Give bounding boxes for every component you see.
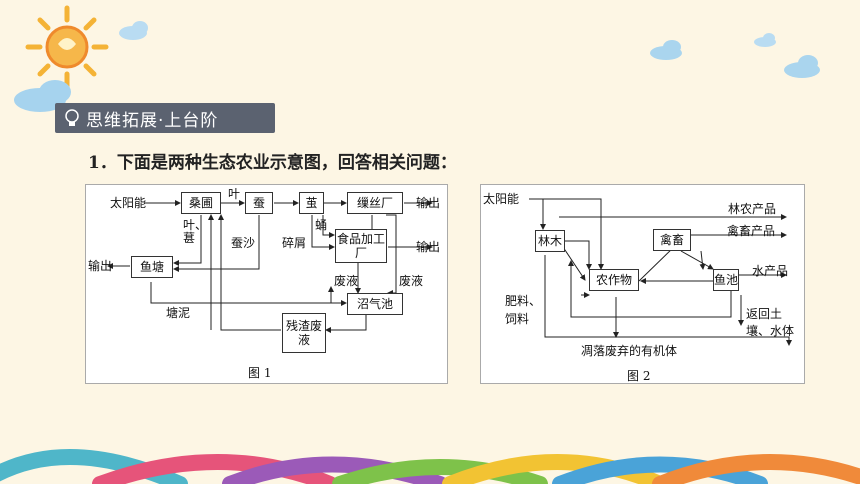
label-waste-liquid-2: 废液	[399, 274, 424, 288]
label-leaf: 叶	[228, 187, 241, 201]
figure-1-arrows	[107, 200, 433, 333]
question-text: 1．下面是两种生态农业示意图，回答相关问题：	[88, 153, 457, 173]
label-output-mid: 输出	[416, 240, 441, 254]
label-leaf-mulberry-fruit: 叶、葚	[183, 218, 208, 245]
lightbulb-icon	[65, 109, 79, 126]
node-silk-factory: 缫丝厂	[347, 192, 403, 214]
label-output-left: 输出	[88, 259, 113, 273]
sun-icon	[25, 5, 109, 89]
figure-1: 太阳能 桑圃 叶 蚕 茧 缫丝厂 输出 叶、葚 蚕沙 碎屑 蛹 食品加工厂 输出…	[85, 184, 448, 384]
figure-2-caption: 图 2	[627, 369, 651, 383]
figure-1-caption: 图 1	[248, 366, 272, 380]
label-pupa: 蛹	[315, 218, 328, 232]
node-fish-pond: 鱼塘	[131, 256, 173, 278]
cloud-icon	[14, 80, 71, 112]
node-silkworm: 蚕	[245, 192, 273, 214]
section-banner-label: 思维拓展·上台阶	[86, 111, 219, 131]
node-residue-waste: 残渣废液	[282, 313, 326, 353]
cloud-icon	[119, 21, 148, 40]
figure-2-arrows	[529, 198, 792, 346]
label-livestock-products: 禽畜产品	[727, 224, 776, 238]
node-fish-pond: 鱼池	[713, 269, 739, 291]
node-biogas-digester: 沼气池	[347, 293, 403, 315]
label-sun-energy: 太阳能	[483, 192, 520, 206]
node-mulberry-garden: 桑圃	[181, 192, 221, 214]
node-forest: 林木	[535, 230, 565, 252]
label-crumbs: 碎屑	[282, 236, 307, 250]
cloud-icon	[650, 40, 682, 60]
cloud-icon	[754, 33, 776, 47]
label-fertilizer-feed: 肥料、饲料	[505, 294, 542, 326]
label-forest-products: 林农产品	[728, 202, 777, 216]
label-sun-energy: 太阳能	[110, 196, 147, 210]
section-banner	[55, 103, 275, 133]
node-food-factory: 食品加工厂	[335, 229, 387, 263]
label-silkworm-sand: 蚕沙	[231, 236, 256, 250]
cloud-icon	[784, 55, 820, 78]
label-aquatic-products: 水产品	[752, 264, 789, 278]
label-pond-mud: 塘泥	[166, 306, 191, 320]
crayon-arcs	[0, 449, 860, 484]
node-livestock: 禽畜	[653, 229, 691, 251]
figure-2: 太阳能 林木 林农产品 禽畜 禽畜产品 农作物 鱼池 水产品 肥料、饲料 返回土…	[480, 184, 805, 384]
node-crops: 农作物	[589, 269, 639, 291]
label-output-top: 输出	[416, 196, 441, 210]
node-cocoon: 茧	[299, 192, 324, 214]
label-litter-organic: 凋落废弃的有机体	[581, 344, 678, 358]
label-waste-liquid-1: 废液	[334, 274, 359, 288]
label-return-soil-water: 返回土壤、水体	[746, 307, 795, 338]
